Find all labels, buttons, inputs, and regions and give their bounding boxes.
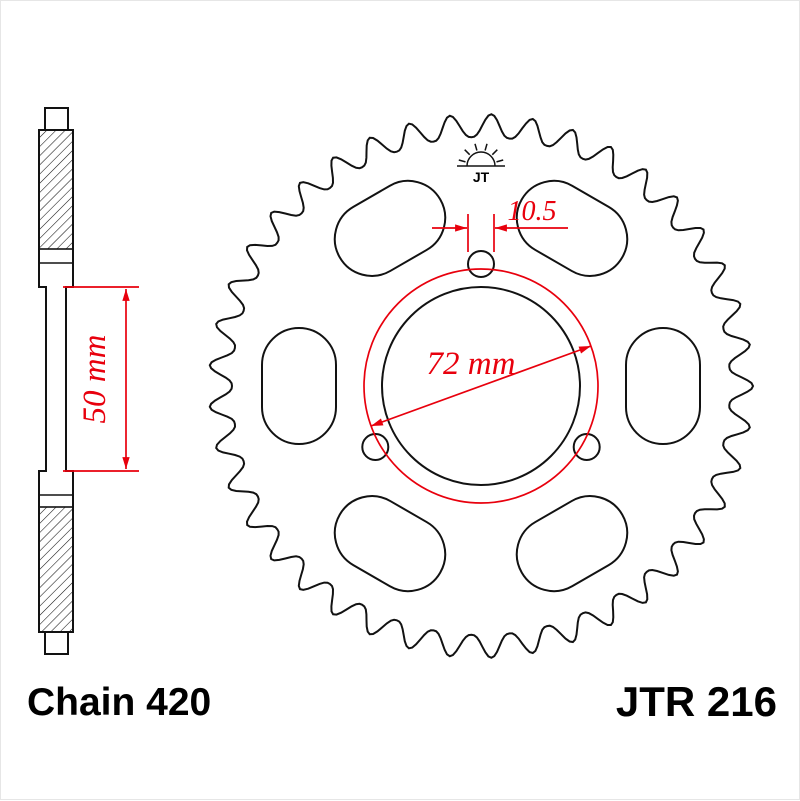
jt-logo: JT: [457, 143, 505, 185]
bolt-hole-top: [467, 250, 495, 278]
lightening-cutout: [333, 179, 447, 277]
dimension-72mm: 72 mm: [363, 268, 599, 504]
bolt-hole-left: [361, 433, 390, 461]
lightening-cutout: [333, 495, 447, 593]
dimension-72mm-line: [370, 345, 592, 427]
bolt-hole-right: [572, 433, 601, 461]
logo-sun-ray: [484, 143, 488, 151]
side-view: [38, 107, 74, 655]
dimension-10-5-label: 10.5: [508, 196, 557, 227]
lightening-cutout: [625, 327, 701, 445]
logo-sun-ray: [474, 143, 478, 151]
logo-sun-ray: [458, 159, 466, 163]
logo-sun-arc: [466, 151, 496, 167]
chain-size-label: Chain 420: [27, 681, 211, 724]
logo-text: JT: [473, 169, 490, 185]
side-view-bottom-cap: [44, 631, 69, 655]
model-number-label: JTR 216: [616, 678, 777, 725]
side-view-hatch-upper: [38, 129, 74, 250]
side-view-hatch-lower: [38, 506, 74, 633]
bolt-circle: [363, 268, 599, 504]
side-view-top-cap: [44, 107, 69, 131]
lightening-cutout: [261, 327, 337, 445]
logo-sun-ray: [491, 149, 498, 156]
dimension-10-5: 10.5: [432, 196, 568, 252]
logo-sun-ray: [496, 159, 504, 163]
dimension-72mm-label: 72 mm: [427, 346, 516, 382]
logo-sun-ray: [464, 149, 471, 156]
dimension-50mm: 50 mm: [63, 286, 139, 472]
lightening-cutout: [515, 179, 629, 277]
dimension-50mm-label: 50 mm: [77, 335, 113, 424]
lightening-cutout: [515, 495, 629, 593]
